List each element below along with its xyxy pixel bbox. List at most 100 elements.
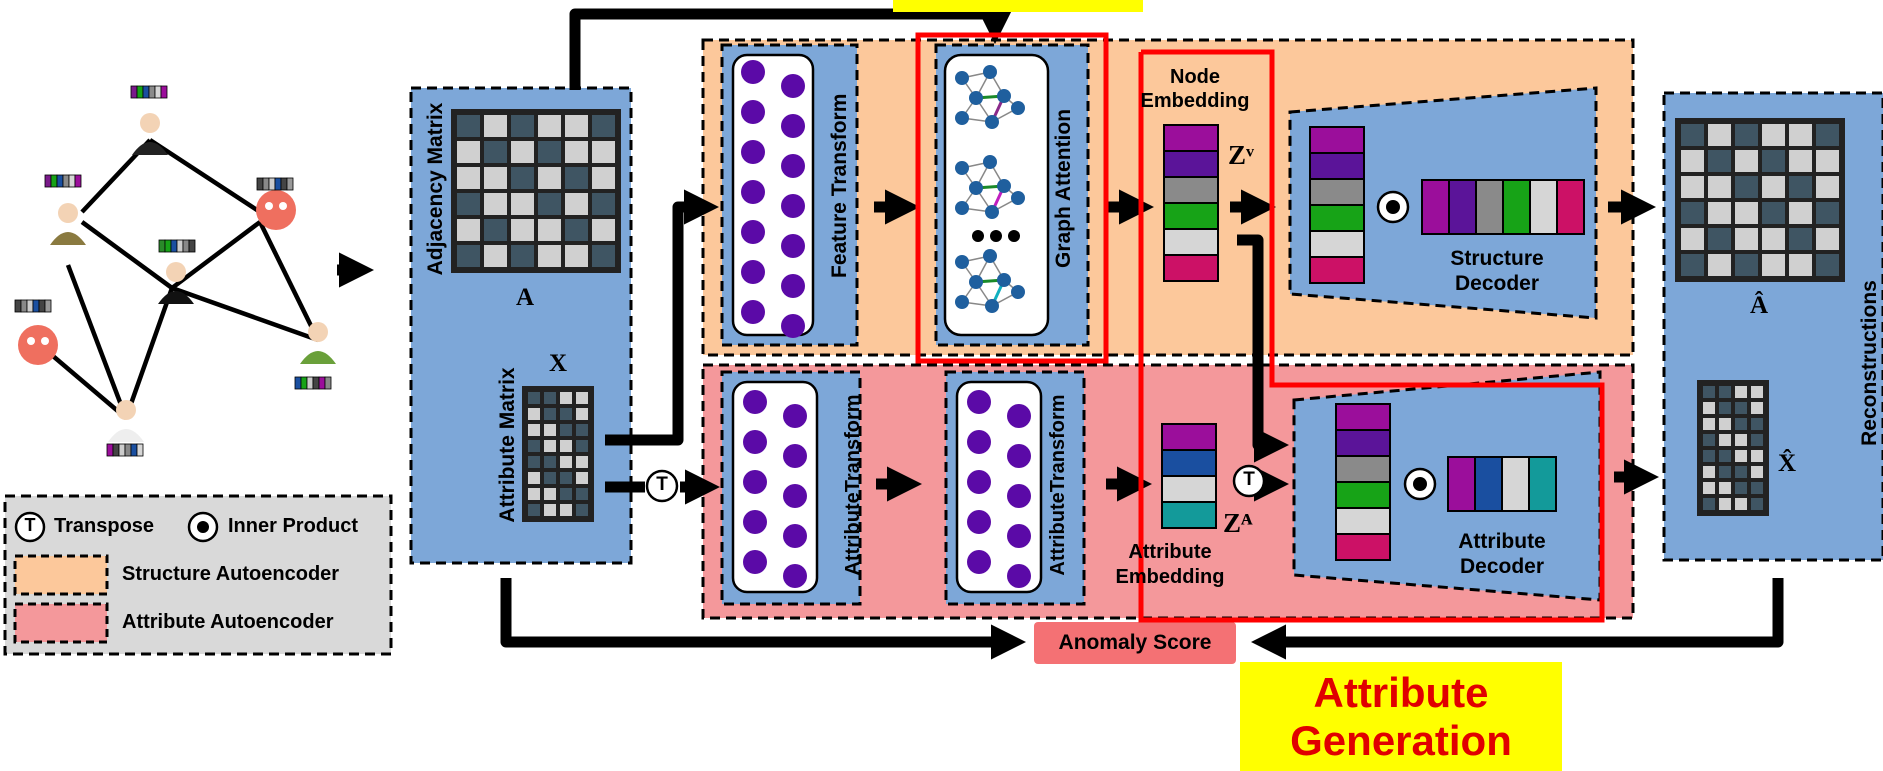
matrix-cell — [1703, 466, 1715, 478]
matrix-cell — [1681, 228, 1704, 250]
embedding-cell — [1529, 457, 1556, 511]
embedding-cell — [1336, 534, 1390, 560]
embedding-cell — [1310, 127, 1364, 153]
anomaly-score-label: Anomaly Score — [1034, 622, 1236, 664]
matrix-cell — [538, 141, 561, 163]
adjacency-symbol: A — [516, 284, 534, 312]
structure-decoder-transposed-vector — [1422, 180, 1584, 234]
matrix-cell — [1719, 450, 1731, 462]
matrix-cell — [528, 456, 540, 468]
matrix-cell — [1735, 482, 1747, 494]
matrix-cell — [565, 193, 588, 215]
attribute-transform-label-2: AttributeTransform — [1043, 385, 1073, 585]
matrix-cell — [1708, 228, 1731, 250]
reconstructed-attribute-grid — [1697, 380, 1769, 516]
matrix-cell — [1751, 386, 1763, 398]
neuron-node — [967, 510, 991, 534]
attribute-tag — [161, 86, 167, 98]
embedding-cell — [1164, 229, 1218, 255]
matrix-cell — [560, 440, 572, 452]
matrix-cell — [560, 392, 572, 404]
matrix-cell — [1816, 150, 1839, 172]
person-icon — [108, 429, 144, 442]
attribute-tag — [325, 377, 331, 389]
attribute-tag — [63, 175, 69, 187]
attribute-tag — [69, 175, 75, 187]
legend-transpose-label: Transpose — [54, 515, 154, 538]
neuron-node — [967, 390, 991, 414]
attribute-tag — [137, 444, 143, 456]
matrix-cell — [1681, 254, 1704, 276]
matrix-cell — [511, 141, 534, 163]
matrix-cell — [1816, 124, 1839, 146]
legend-structure-autoencoder-label: Structure Autoencoder — [122, 563, 339, 586]
callout-line-2: Generation — [1240, 717, 1562, 765]
matrix-cell — [457, 115, 480, 137]
matrix-cell — [1703, 450, 1715, 462]
matrix-cell — [560, 424, 572, 436]
matrix-cell — [592, 193, 615, 215]
matrix-cell — [576, 504, 588, 516]
neuron-node — [967, 470, 991, 494]
graph-node — [983, 65, 997, 79]
matrix-cell — [1681, 176, 1704, 198]
neuron-node — [783, 404, 807, 428]
attribute-tag — [125, 444, 131, 456]
matrix-cell — [592, 219, 615, 241]
attribute-tag — [15, 300, 21, 312]
matrix-cell — [484, 167, 507, 189]
neuron-node — [743, 470, 767, 494]
neuron-node — [781, 154, 805, 178]
neuron-node — [1007, 524, 1031, 548]
person-head — [58, 203, 78, 223]
graph-node — [969, 181, 983, 195]
neuron-node — [743, 430, 767, 454]
graph-node — [997, 89, 1011, 103]
embedding-cell — [1476, 180, 1503, 234]
embedding-cell — [1164, 203, 1218, 229]
matrix-cell — [1751, 482, 1763, 494]
node-embedding-symbol: Zᵛ — [1228, 140, 1254, 171]
matrix-cell — [1816, 228, 1839, 250]
neuron-node — [741, 60, 765, 84]
graph-node — [1011, 191, 1025, 205]
attribute-tag — [257, 178, 263, 190]
matrix-cell — [544, 424, 556, 436]
person-head — [166, 262, 186, 282]
matrix-cell — [1703, 482, 1715, 494]
matrix-cell — [511, 115, 534, 137]
embedding-cell — [1164, 255, 1218, 281]
attribute-tag — [131, 444, 137, 456]
attribute-tag — [159, 240, 165, 252]
attribute-autoencoder-swatch — [15, 604, 107, 642]
matrix-cell — [1751, 450, 1763, 462]
attribute-tag — [263, 178, 269, 190]
neuron-node — [781, 194, 805, 218]
neuron-node — [783, 444, 807, 468]
transpose-glyph: T — [653, 474, 671, 496]
matrix-cell — [1735, 228, 1758, 250]
person-head — [308, 322, 328, 342]
matrix-cell — [1703, 498, 1715, 510]
matrix-cell — [1751, 434, 1763, 446]
matrix-cell — [528, 440, 540, 452]
graph-node — [1011, 285, 1025, 299]
attribute-tag — [149, 86, 155, 98]
matrix-cell — [1735, 176, 1758, 198]
matrix-cell — [576, 488, 588, 500]
graph-node — [997, 273, 1011, 287]
neuron-node — [781, 314, 805, 338]
neuron-node — [743, 510, 767, 534]
neuron-node — [781, 274, 805, 298]
graph-node — [985, 205, 999, 219]
matrix-cell — [484, 115, 507, 137]
matrix-cell — [544, 408, 556, 420]
attribute-tag — [313, 377, 319, 389]
matrix-cell — [457, 141, 480, 163]
matrix-cell — [484, 245, 507, 267]
attribute-transform-label-1: AttributeTransform — [838, 385, 868, 585]
matrix-cell — [1751, 402, 1763, 414]
matrix-cell — [528, 504, 540, 516]
